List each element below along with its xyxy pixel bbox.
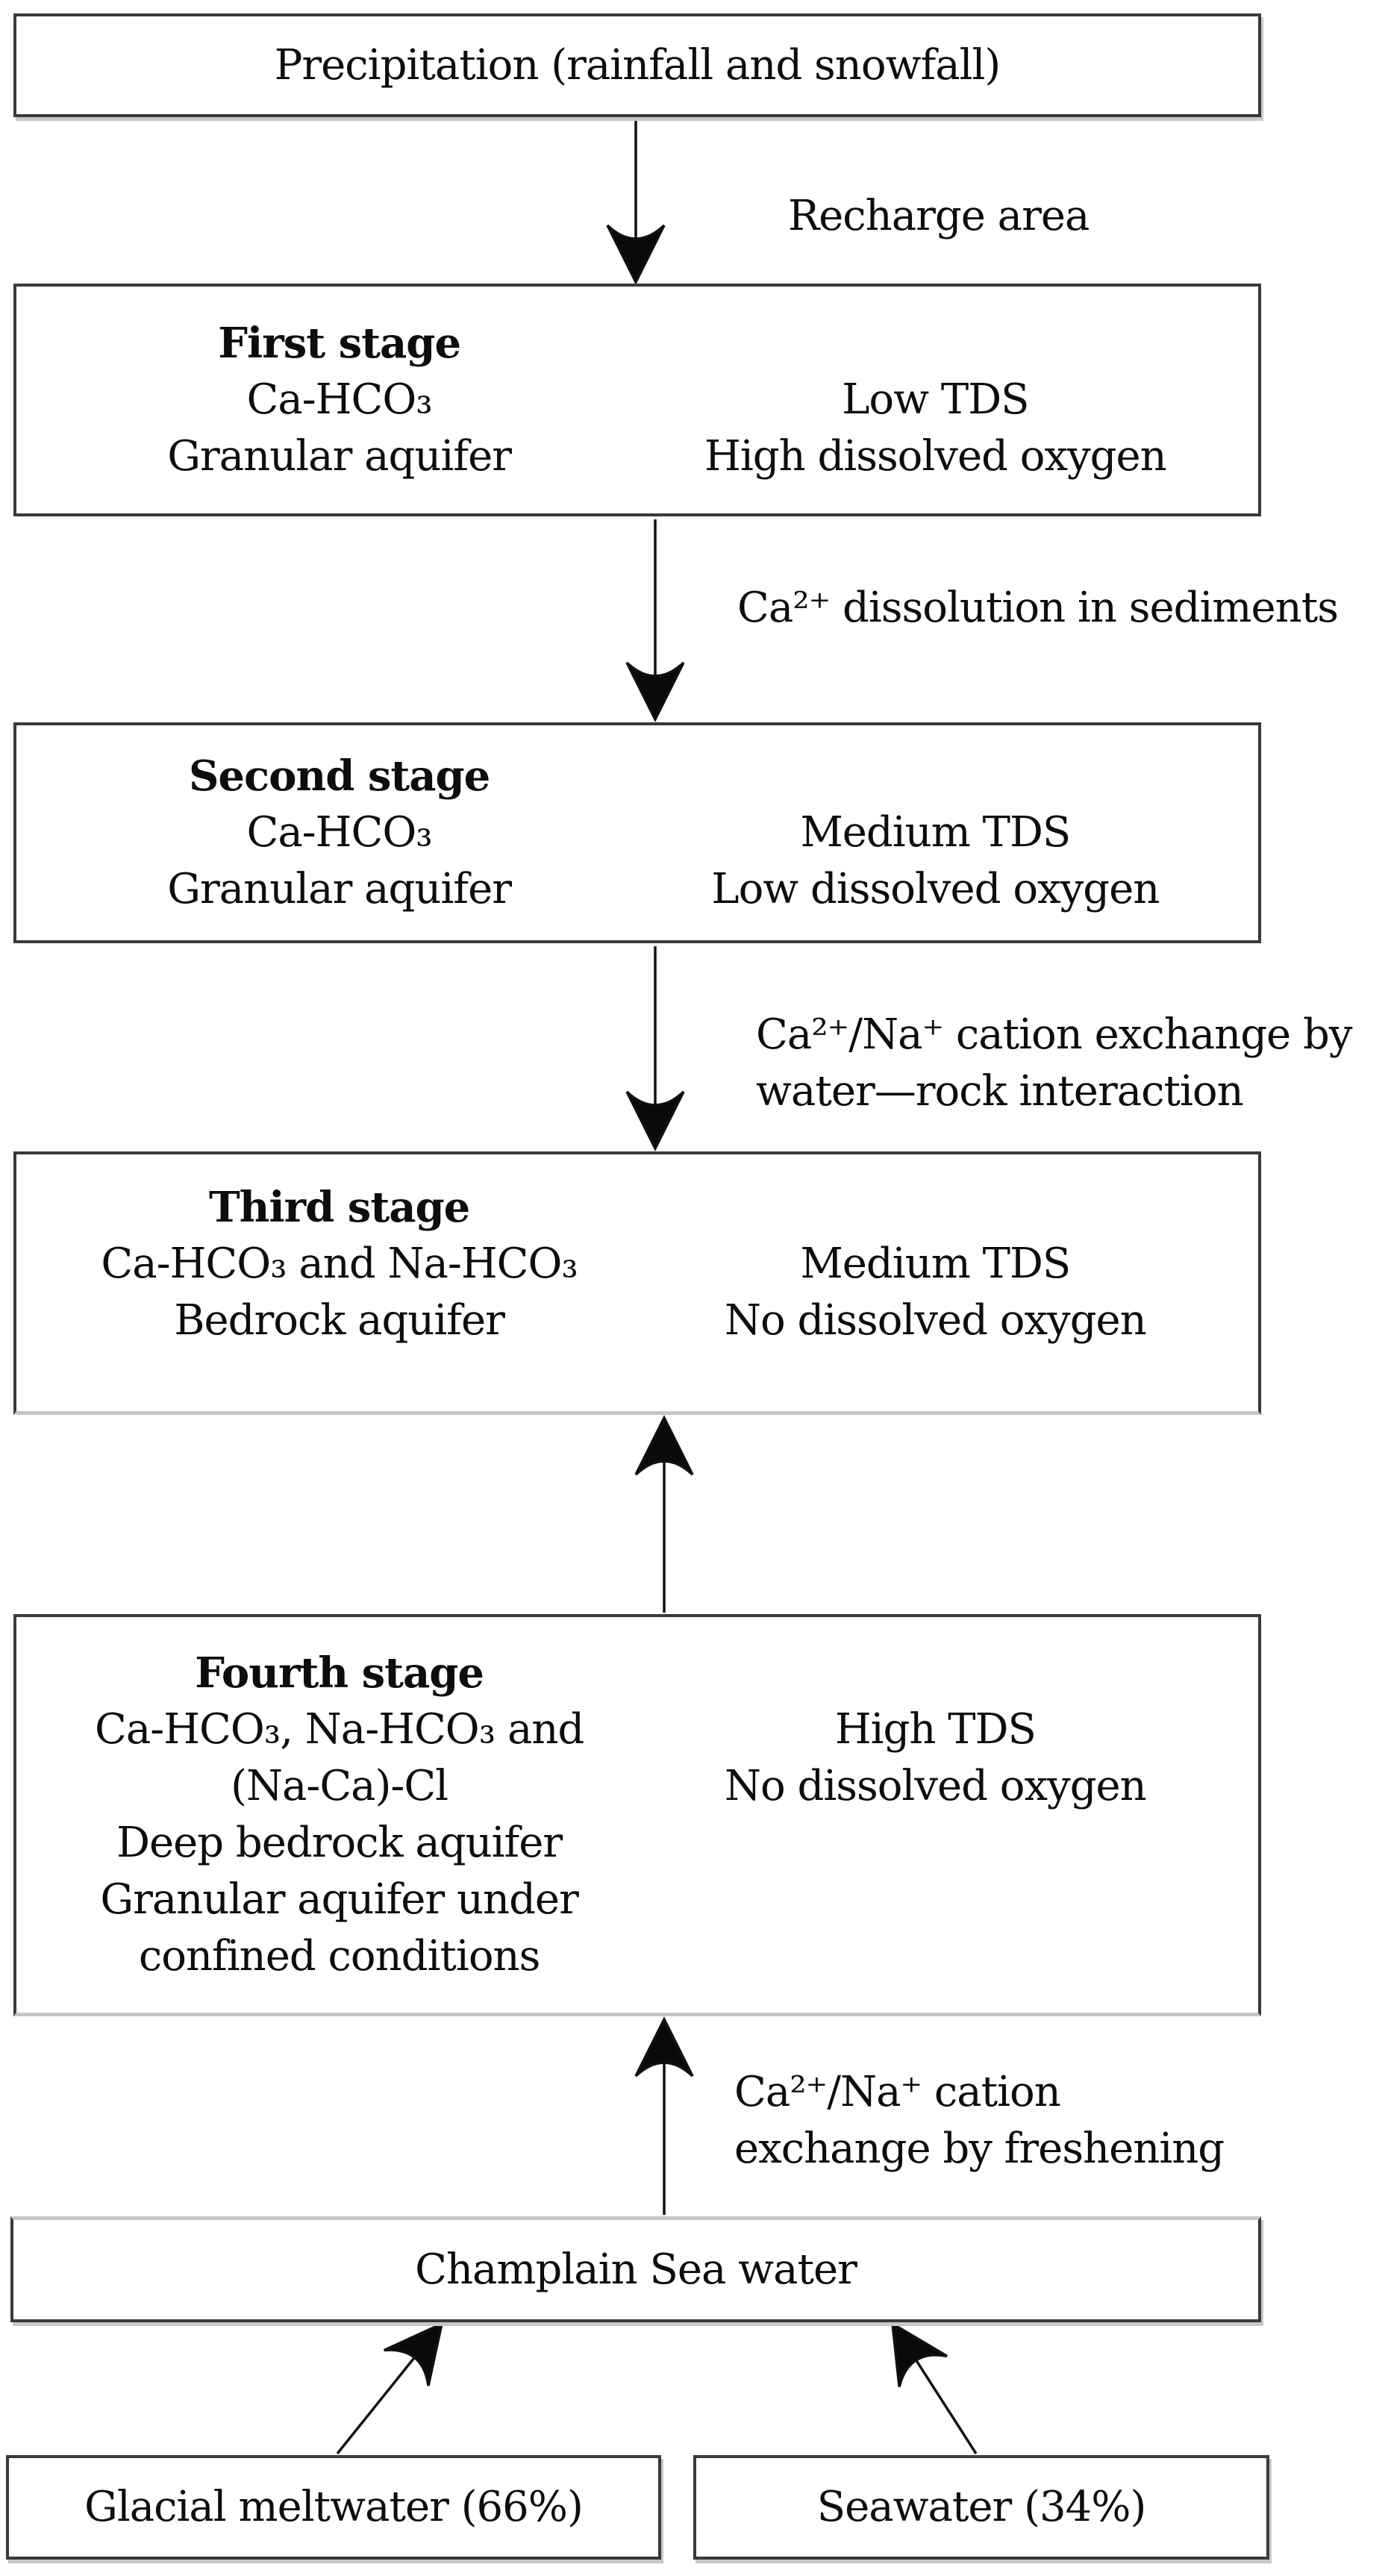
text-line: Ca-HCO₃ [246,375,433,424]
text-line: (Na-Ca)-Cl [231,1762,448,1810]
box-precipitation: Precipitation (rainfall and snowfall) [13,13,1261,117]
stage-right-lines: Medium TDS Low dissolved oxygen [711,804,1160,918]
arrow-up-icon [634,1415,694,1613]
arrow-down-icon [625,946,685,1151]
text-line: Ca-HCO₃ and Na-HCO₃ [101,1239,578,1288]
text-line: Low dissolved oxygen [711,865,1160,913]
stage-right-column: Medium TDS No dissolved oxygen [637,1154,1234,1411]
box-third-stage: Third stage Ca-HCO₃ and Na-HCO₃ Bedrock a… [13,1151,1261,1415]
text-line: exchange by freshening [734,2125,1225,2173]
label-recharge-area: Recharge area [788,188,1090,245]
stage-left-lines: Ca-HCO₃ Granular aquifer [167,372,512,485]
text-line: Granular aquifer [167,432,512,481]
arrow-up-icon [634,2016,694,2215]
arrow-diagonal-up-left-icon [890,2321,978,2454]
box-first-stage: First stage Ca-HCO₃ Granular aquifer Low … [13,284,1261,516]
text-line: No dissolved oxygen [724,1762,1147,1810]
stage-title: First stage [218,319,461,368]
text-line: Ca²⁺/Na⁺ cation [734,2068,1061,2116]
text-line: Recharge area [788,192,1090,240]
stage-right-column: Medium TDS Low dissolved oxygen [637,725,1234,940]
text-line: Granular aquifer [167,865,512,913]
text-line: Deep bedrock aquifer [116,1819,563,1867]
stage-left-column: Second stage Ca-HCO₃ Granular aquifer [16,725,662,940]
stage-left-lines: Ca-HCO₃ and Na-HCO₃ Bedrock aquifer [101,1236,578,1349]
text-line: Medium TDS [800,808,1071,857]
text-line: No dissolved oxygen [724,1296,1147,1345]
stage-title: Second stage [188,751,490,801]
text-line: Ca-HCO₃, Na-HCO₃ and [95,1705,584,1754]
box-second-stage: Second stage Ca-HCO₃ Granular aquifer Med… [13,722,1261,943]
text-line: High dissolved oxygen [704,432,1167,481]
label-cation-exchange-water-rock: Ca²⁺/Na⁺ cation exchange by water—rock in… [756,1007,1352,1120]
stage-right-lines: High TDS No dissolved oxygen [724,1701,1147,1815]
stage-right-lines: Medium TDS No dissolved oxygen [724,1236,1147,1349]
box-text: Champlain Sea water [415,2245,857,2294]
text-line: Low TDS [842,375,1029,424]
stage-right-column: High TDS No dissolved oxygen [637,1617,1234,2013]
text-line: Ca-HCO₃ [246,808,433,857]
stage-title: Fourth stage [195,1648,484,1698]
stage-left-column: First stage Ca-HCO₃ Granular aquifer [16,287,662,513]
stage-right-column: Low TDS High dissolved oxygen [637,287,1234,513]
arrow-down-icon [625,519,685,722]
text-line: Granular aquifer under [100,1875,578,1924]
stage-left-column: Fourth stage Ca-HCO₃, Na-HCO₃ and (Na-Ca)… [16,1617,662,2013]
text-line: High TDS [834,1705,1037,1754]
box-text: Glacial meltwater (66%) [84,2483,584,2531]
box-text: Seawater (34%) [816,2483,1147,2531]
label-ca-dissolution: Ca²⁺ dissolution in sediments [737,580,1339,637]
box-seawater: Seawater (34%) [693,2455,1269,2560]
stage-right-lines: Low TDS High dissolved oxygen [704,372,1167,485]
stage-left-column: Third stage Ca-HCO₃ and Na-HCO₃ Bedrock a… [16,1154,662,1411]
box-text: Precipitation (rainfall and snowfall) [274,40,1001,90]
box-glacial-meltwater: Glacial meltwater (66%) [6,2455,661,2560]
stage-title: Third stage [208,1183,470,1232]
text-line: Ca²⁺ dissolution in sediments [737,584,1339,632]
stage-left-lines: Ca-HCO₃ Granular aquifer [167,804,512,918]
text-line: confined conditions [138,1932,540,1981]
arrow-down-icon [606,119,666,285]
box-champlain-sea-water: Champlain Sea water [10,2216,1261,2322]
text-line: Medium TDS [800,1239,1071,1288]
text-line: Bedrock aquifer [174,1296,505,1345]
text-line: water—rock interaction [756,1067,1244,1116]
label-cation-exchange-freshening: Ca²⁺/Na⁺ cation exchange by freshening [734,2064,1225,2178]
arrow-diagonal-up-right-icon [336,2321,444,2455]
box-fourth-stage: Fourth stage Ca-HCO₃, Na-HCO₃ and (Na-Ca)… [13,1614,1261,2016]
text-line: Ca²⁺/Na⁺ cation exchange by [756,1010,1352,1059]
